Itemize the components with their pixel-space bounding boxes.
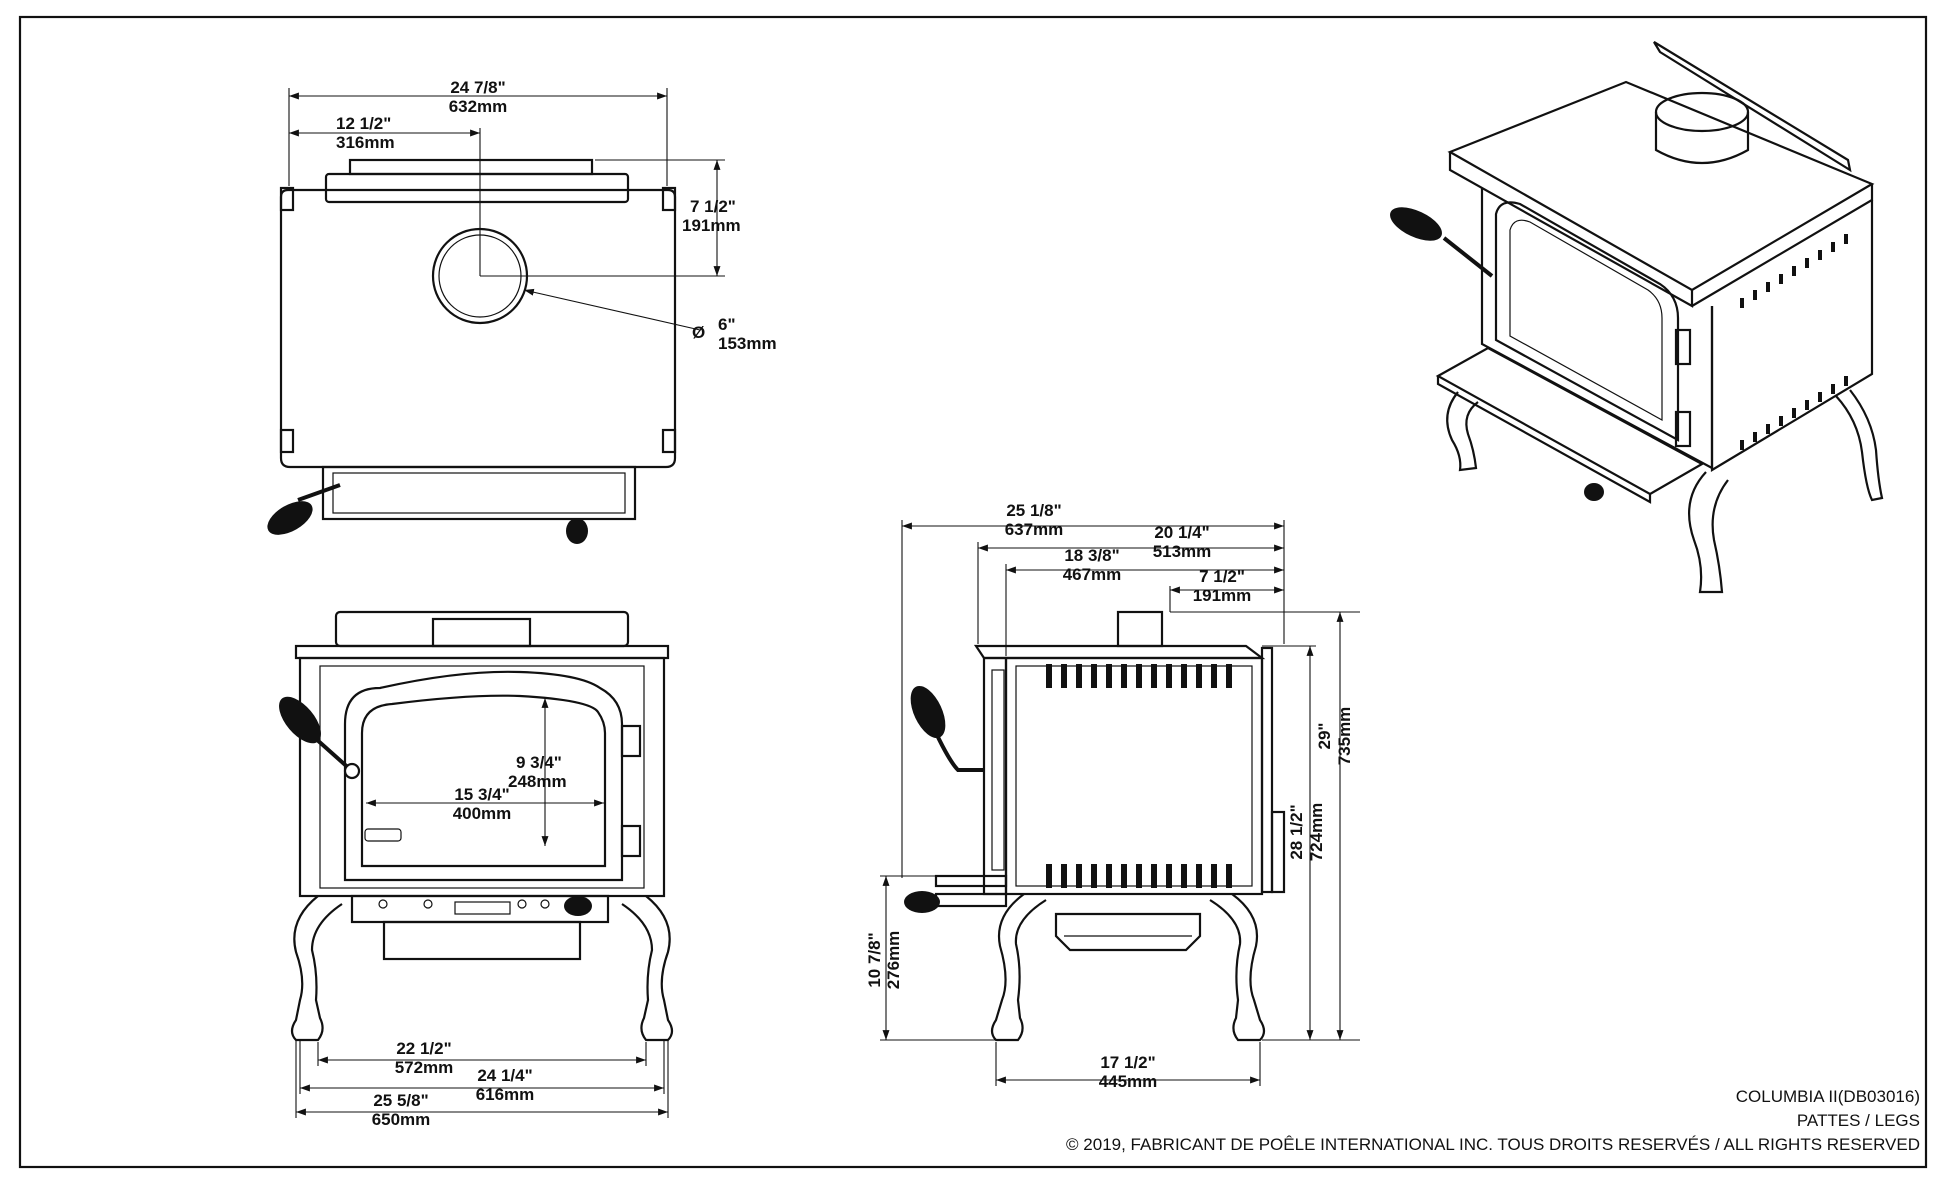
front-left-leg [290,895,343,1042]
front-right-leg [621,895,674,1042]
top-half-mm-label: 316mm [336,133,395,152]
glass-width-label: 15 3/4" [454,785,509,804]
body-width-mm-label: 616mm [476,1085,535,1104]
legs-depth-mm-label: 445mm [1099,1072,1158,1091]
damper-knob [904,891,940,913]
side-body-depth-label: 18 3/8" [1064,546,1119,565]
overall-height-label: 29" [1315,723,1334,750]
handle-icon [910,685,984,772]
overall-width-mm-label: 650mm [372,1110,431,1129]
iso-vent-slots [1740,234,1848,450]
side-top-depth-label: 20 1/4" [1154,523,1209,542]
legs-inner-label: 22 1/2" [396,1039,451,1058]
side-right-leg [1209,893,1266,1042]
top-half-label: 12 1/2" [336,114,391,133]
handle-icon [1390,207,1494,278]
side-panel [1004,656,1264,896]
flue-collar-side [1116,610,1164,648]
model-title: COLUMBIA II(DB03016) [1736,1087,1920,1106]
side-body-depth-mm-label: 467mm [1063,565,1122,584]
glass-height-mm-label: 248mm [508,772,567,791]
overall-height-mm-label: 735mm [1335,707,1354,766]
side-vent-slots-bottom [1046,864,1232,888]
front-view: 9 3/4" 248mm 15 3/4" 400mm 22 1/2" 572mm… [279,610,674,1129]
copyright-text: © 2019, FABRICANT DE POÊLE INTERNATIONAL… [1066,1135,1920,1154]
top-depth-mm-label: 191mm [682,216,741,235]
side-total-depth-mm-label: 637mm [1005,520,1064,539]
overall-width-label: 25 5/8" [373,1091,428,1110]
iso-ash-lip [1435,346,1705,496]
door-hinge [620,724,642,758]
iso-flue-collar [1654,91,1750,133]
sheet-border [18,15,1928,1169]
ash-lip-top [321,465,637,521]
damper-knob [564,896,592,916]
handle-icon [267,483,341,535]
side-vent-slots-top [1046,664,1232,688]
flue-diameter-symbol: Ø [692,323,705,342]
door-frame [343,670,624,882]
glass-width-mm-label: 400mm [453,804,512,823]
ashlip-height-mm-label: 276mm [884,931,903,990]
iso-door [1494,201,1680,442]
ash-lip-side [934,874,1008,888]
top-width-mm-label: 632mm [449,97,508,116]
side-top-depth-mm-label: 513mm [1153,542,1212,561]
top-view: 24 7/8" 632mm 12 1/2" 316mm 7 1/2" 191mm… [267,78,777,544]
body-width-label: 24 1/4" [477,1066,532,1085]
iso-leg-front-left [1446,391,1479,472]
top-depth-label: 7 1/2" [690,197,736,216]
title-block: COLUMBIA II(DB03016) PATTES / LEGS © 201… [1066,1087,1920,1154]
side-flue-offset-mm-label: 191mm [1193,586,1252,605]
legs-depth-label: 17 1/2" [1100,1053,1155,1072]
legs-inner-mm-label: 572mm [395,1058,454,1077]
isometric-view [1390,41,1884,594]
handle-icon [279,696,361,780]
drawing-subtitle: PATTES / LEGS [1797,1111,1920,1130]
side-flue-offset-label: 7 1/2" [1199,567,1245,586]
flue-diameter-mm-label: 153mm [718,334,777,353]
iso-leg-back-right [1835,389,1884,502]
top-height-mm-label: 724mm [1307,803,1326,862]
side-total-depth-label: 25 1/8" [1006,501,1061,520]
iso-side-panel [1710,200,1874,472]
top-height-label: 28 1/2" [1287,804,1306,859]
iso-leg-front-right [1688,471,1729,594]
damper-knob [566,518,588,544]
flue-diameter-label: 6" [718,315,736,334]
side-view: 25 1/8" 637mm 20 1/4" 513mm 18 3/8" 467m… [865,501,1360,1091]
top-width-label: 24 7/8" [450,78,505,97]
ash-pan [382,920,582,961]
ashlip-height-label: 10 7/8" [865,932,884,987]
door-glass [360,694,607,868]
glass-height-label: 9 3/4" [516,753,562,772]
side-left-leg [990,893,1047,1042]
